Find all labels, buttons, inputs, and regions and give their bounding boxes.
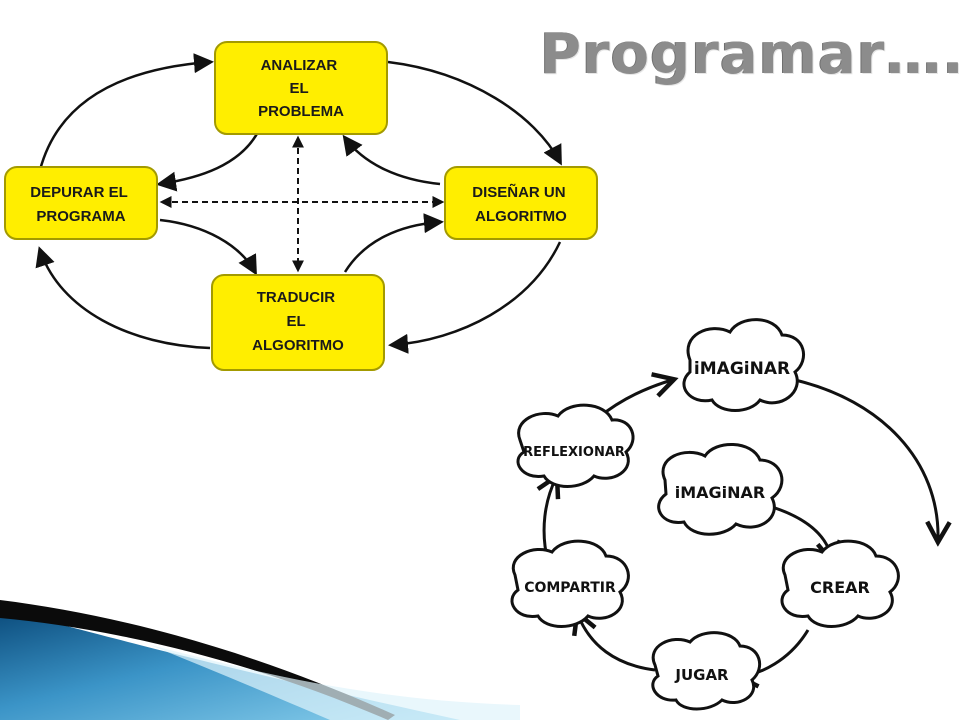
- svg-text:COMPARTIR: COMPARTIR: [524, 580, 616, 596]
- svg-text:CREAR: CREAR: [810, 578, 870, 597]
- node-traducir-el-algoritmo: TRADUCIR EL ALGORITMO: [211, 274, 385, 371]
- svg-text:DEPURAR EL PROGRAMA: DEPURAR EL PROGRAMA: [30, 184, 131, 225]
- arrow-reflexionar-to-imaginar: [597, 380, 672, 420]
- node-analizar-el-problema: ANALIZAR EL PROBLEMA: [214, 41, 388, 135]
- arrow-imaginar-to-outside: [794, 378, 938, 540]
- cloud-imaginar-inner: iMAGiNAR: [657, 443, 784, 536]
- svg-text:DISEÑAR UN ALGORITMO: DISEÑAR UN ALGORITMO: [472, 183, 570, 225]
- cloud-crear: CREAR: [780, 539, 900, 628]
- node-disenar-un-algoritmo: DISEÑAR UN ALGORITMO: [444, 166, 598, 240]
- cloud-compartir: COMPARTIR: [510, 539, 630, 628]
- svg-text:iMAGiNAR: iMAGiNAR: [675, 483, 766, 502]
- arrow-depurar-to-analizar: [38, 53, 214, 171]
- arrow-traducir-to-depurar: [35, 246, 211, 350]
- arrow-depurar-to-traducir: [159, 218, 257, 276]
- arrow-traducir-to-disenar: [343, 213, 444, 273]
- arrow-jugar-to-compartir: [578, 615, 656, 672]
- slide-title: Programar…..: [540, 22, 960, 87]
- node-depurar-el-programa: DEPURAR EL PROGRAMA: [4, 166, 158, 240]
- cloud-reflexionar: REFLEXIONAR: [516, 403, 635, 488]
- arrow-analizar-to-depurar: [156, 131, 260, 192]
- cloud-jugar: JUGAR: [651, 631, 762, 711]
- svg-text:REFLEXIONAR: REFLEXIONAR: [523, 445, 625, 460]
- svg-text:JUGAR: JUGAR: [674, 666, 729, 684]
- arrow-disenar-to-traducir: [388, 241, 562, 354]
- svg-text:iMAGiNAR: iMAGiNAR: [694, 359, 790, 379]
- svg-text:TRADUCIR EL AL: TRADUCIR EL ALGORITMO: [252, 289, 344, 354]
- arrow-analizar-to-disenar: [387, 60, 562, 166]
- cloud-imaginar-outer: iMAGiNAR: [682, 318, 805, 412]
- arrow-disenar-to-analizar: [342, 134, 441, 186]
- svg-text:ANALIZAR EL PR: ANALIZAR EL PROBLEMA: [258, 57, 344, 120]
